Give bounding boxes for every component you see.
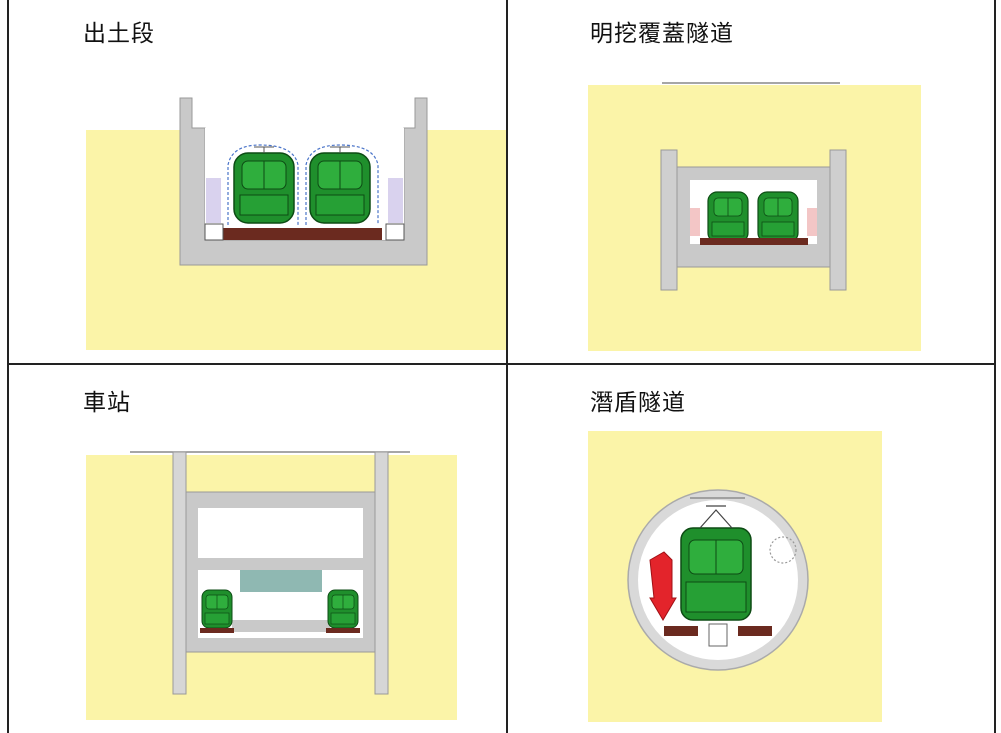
track-bed-right bbox=[738, 626, 772, 636]
side-panel-left bbox=[206, 178, 221, 223]
track-slab-right bbox=[326, 628, 360, 633]
cell-label-at-grade: 出土段 bbox=[83, 21, 155, 47]
cell-label-shield-tunnel: 潛盾隧道 bbox=[590, 390, 686, 416]
track-slab bbox=[222, 228, 382, 240]
grid-right-border bbox=[994, 0, 996, 733]
cell-label-cut-cover-tunnel: 明挖覆蓋隧道 bbox=[590, 21, 734, 47]
cell-label-station: 車站 bbox=[83, 390, 131, 416]
grid-left-border bbox=[7, 0, 9, 733]
central-drain bbox=[708, 623, 728, 647]
train-front-panel bbox=[685, 581, 747, 613]
evacuation-arrow bbox=[649, 551, 677, 621]
cable-rack bbox=[769, 536, 797, 564]
track-slab-left bbox=[200, 628, 234, 633]
grid-middle-divider bbox=[7, 363, 996, 365]
side-panel-right bbox=[807, 208, 817, 236]
drain-left bbox=[204, 223, 224, 241]
side-panel-left bbox=[690, 208, 700, 236]
platform-floor bbox=[232, 620, 330, 632]
drain-right bbox=[385, 223, 405, 241]
side-panel-right bbox=[388, 178, 403, 223]
island-platform bbox=[240, 570, 322, 592]
track-slab bbox=[700, 238, 808, 245]
track-bed-left bbox=[664, 626, 698, 636]
clearance-envelope-left bbox=[227, 144, 299, 225]
clearance-envelope-right bbox=[305, 144, 379, 225]
grid-center-divider bbox=[506, 0, 508, 733]
pantograph bbox=[699, 505, 733, 529]
concourse-level bbox=[198, 508, 363, 558]
